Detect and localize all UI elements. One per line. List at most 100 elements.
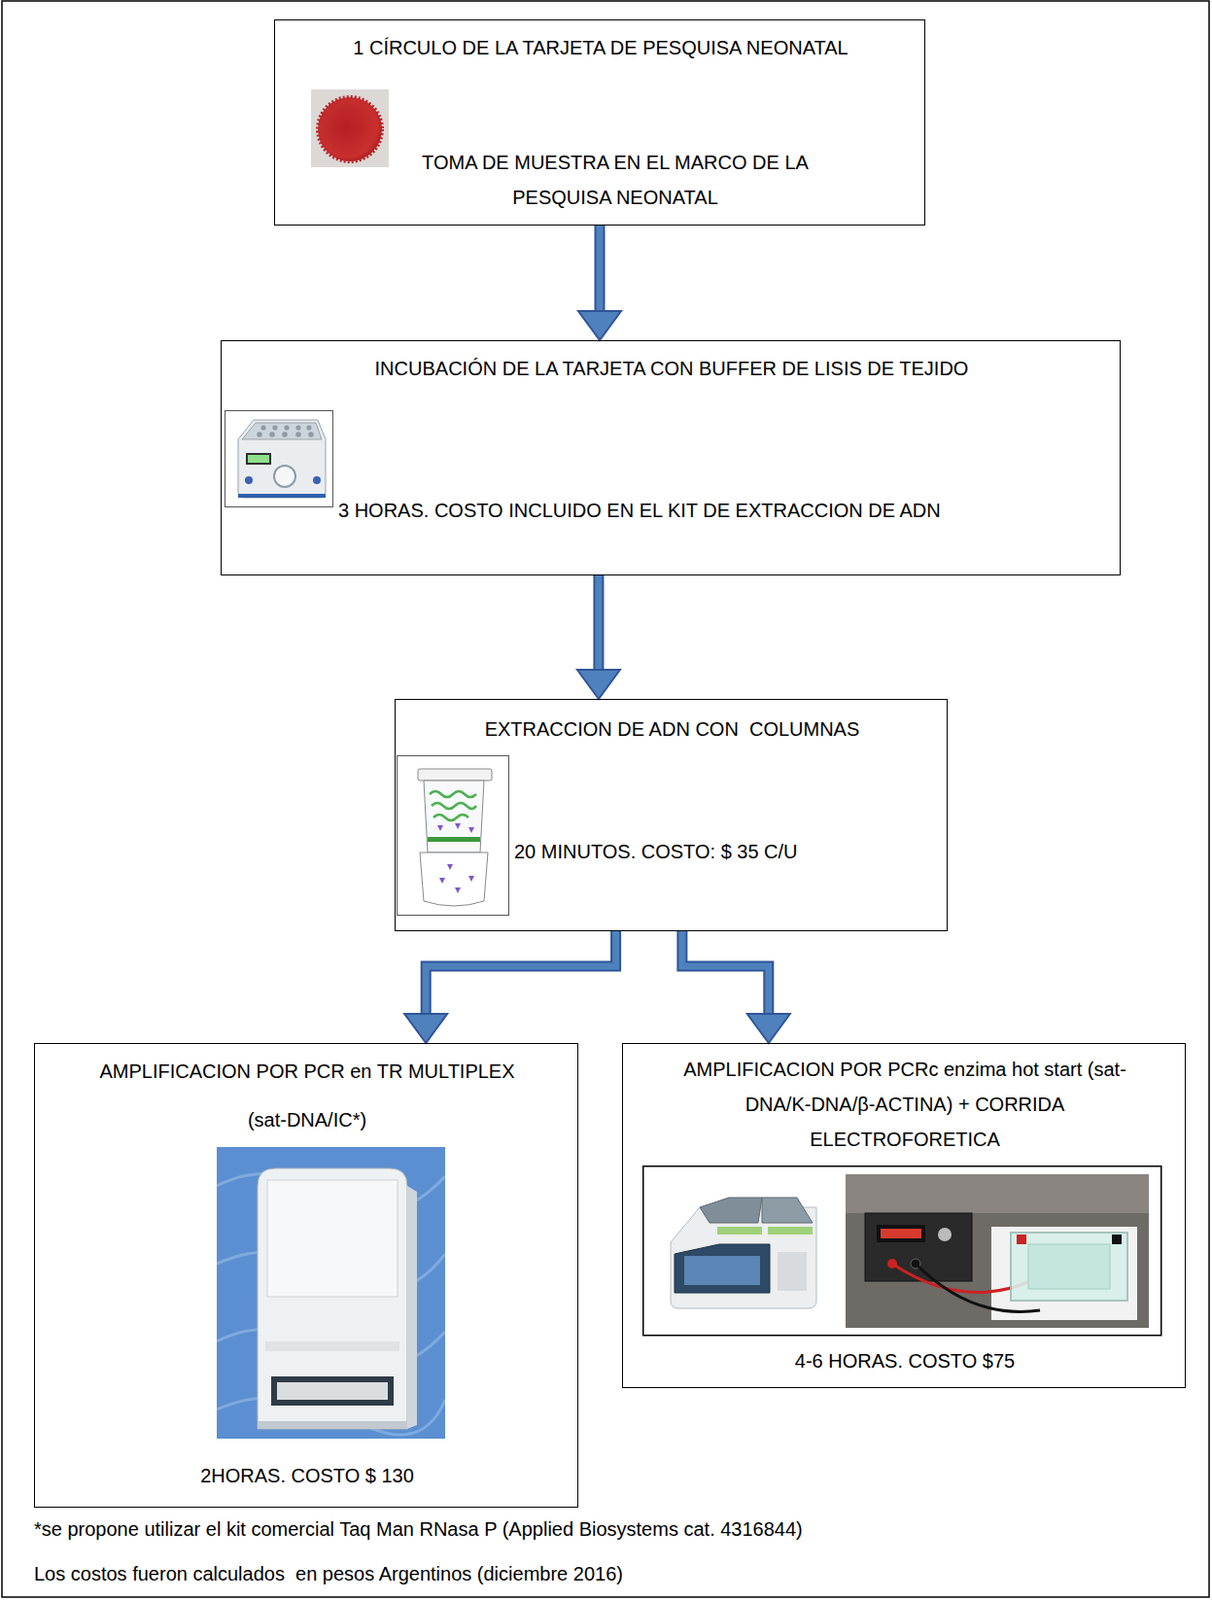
box-heading: AMPLIFICACION POR PCR en TR MULTIPLEX [44, 1053, 570, 1089]
spin-column-icon-part-part [468, 875, 475, 882]
heat-block-icon-part [238, 419, 326, 498]
electrophoresis-photo-part [892, 1263, 1031, 1293]
arrow-head [747, 1013, 791, 1043]
heat-block-icon-part-part [269, 431, 276, 438]
box-heading: EXTRACCION DE ADN CON COLUMNAS [405, 711, 939, 747]
electrophoresis-photo-part [1028, 1244, 1110, 1289]
spin-column-icon-part-part [454, 823, 461, 830]
footnote: Los costos fueron calculados en pesos Ar… [34, 1558, 1191, 1589]
spin-column-icon-part-part [454, 887, 461, 894]
spin-column-icon-part-part [447, 864, 453, 870]
box-text: TOMA DE MUESTRA EN EL MARCO DE LA PESQUI… [381, 144, 849, 215]
heat-block-icon-part-part [283, 424, 289, 430]
flow-arrow [577, 575, 621, 699]
blood-spot-icon-part [311, 89, 389, 168]
heat-block-icon-part-part [260, 424, 266, 430]
realtime-pcr-machine-part [271, 1376, 394, 1406]
box-heading: 1 CÍRCULO DE LA TARJETA DE PESQUISA NEON… [284, 30, 917, 66]
heat-block-icon-part-part [281, 431, 288, 438]
arrow-head [578, 311, 622, 341]
heat-block-icon-part-part [306, 424, 312, 430]
arrow-outline [592, 575, 604, 670]
box-text: 20 MINUTOS. COSTO: $ 35 C/U [514, 833, 942, 869]
thermocycler-icon-part [767, 1226, 813, 1235]
flow-arrow [404, 931, 616, 1043]
realtime-pcr-machine [216, 1146, 446, 1439]
spin-column-icon-part-part [439, 877, 446, 884]
realtime-pcr-machine-part [277, 1382, 388, 1400]
spin-column-icon-part [423, 780, 485, 853]
spin-column-icon [396, 755, 510, 916]
arrow-head [404, 1013, 448, 1043]
arrow-shaft [596, 225, 604, 312]
electrophoresis-photo-part [845, 1174, 1149, 1328]
spin-column-icon-part [429, 791, 477, 797]
heat-block-icon-part-part [295, 424, 301, 430]
heat-block-icon-part [238, 493, 326, 498]
realtime-pcr-machine-part [407, 1185, 417, 1429]
realtime-pcr-box: AMPLIFICACION POR PCR en TR MULTIPLEX (sa… [34, 1042, 579, 1508]
thermocycler-icon-part [684, 1255, 761, 1285]
thermocycler-icon-part [777, 1251, 807, 1291]
blood-spot-icon [311, 89, 389, 168]
electrophoresis-photo-part [865, 1212, 972, 1282]
heat-block-icon-part [247, 454, 270, 463]
heat-block-icon-part-part [308, 431, 314, 438]
realtime-pcr-machine-part [257, 1420, 408, 1429]
box-text: 3 HORAS. COSTO INCLUIDO EN EL KIT DE EXT… [338, 492, 1112, 528]
spin-column-icon-part [419, 852, 488, 906]
spin-column-icon-part-part [437, 825, 444, 832]
realtime-pcr-machine-part [265, 1341, 400, 1351]
conventional-pcr-box: AMPLIFICACION POR PCRc enzima hot start … [622, 1042, 1186, 1388]
arrow-outline [594, 225, 606, 312]
heat-block-icon-part [242, 422, 322, 440]
spin-column-icon-part [417, 768, 492, 781]
box-heading: AMPLIFICACION POR PCRc enzima hot start … [661, 1051, 1148, 1157]
thermocycler-icon-part [761, 1197, 813, 1223]
heat-block-icon [224, 410, 334, 508]
lysis-box: INCUBACIÓN DE LA TARJETA CON BUFFER DE L… [220, 340, 1121, 576]
electrophoresis-photo-part [1111, 1234, 1122, 1245]
electrophoresis-photo-part [991, 1226, 1138, 1320]
heat-block-icon-part-part [272, 424, 278, 430]
box-text: 4-6 HORAS. COSTO $75 [632, 1343, 1178, 1379]
thermocycler-icon-part [717, 1226, 762, 1235]
electrophoresis-photo-part [937, 1227, 952, 1242]
thermocycler-icon-part [699, 1197, 762, 1223]
box-text: (sat-DNA/IC*) [44, 1102, 570, 1138]
realtime-pcr-machine-part [267, 1179, 398, 1297]
flow-arrow [578, 225, 622, 341]
blood-spot-icon-part [317, 97, 382, 162]
spin-column-icon-part [431, 802, 477, 809]
spin-column-icon-part [397, 756, 510, 916]
spin-column-icon-part [433, 814, 469, 821]
heat-block-icon-part-part [256, 431, 263, 438]
sample-box: 1 CÍRCULO DE LA TARJETA DE PESQUISA NEON… [274, 19, 926, 226]
heat-block-icon-part [244, 476, 253, 485]
electrophoresis-photo-part [1010, 1232, 1128, 1301]
thermocycler-icon-part [674, 1244, 770, 1293]
arrow-shaft [594, 575, 602, 670]
realtime-pcr-machine-part [216, 1146, 446, 1439]
arrow-outline [425, 931, 616, 1014]
spin-column-icon-part [439, 864, 475, 894]
arrow-shaft [425, 931, 616, 1014]
equipment-frame-part [643, 1166, 1162, 1336]
flow-arrow [682, 931, 791, 1043]
heat-block-icon-part-part [295, 431, 302, 438]
extraction-box: EXTRACCION DE ADN CON COLUMNAS 20 MINUTOS… [394, 698, 948, 932]
electrophoresis-photo-part [876, 1224, 926, 1243]
thermocycler-icon [660, 1183, 827, 1320]
arrow-head [577, 669, 621, 699]
electrophoresis-photo-part [1016, 1234, 1027, 1245]
electrophoresis-photo [845, 1174, 1149, 1328]
heat-block-icon-part [312, 476, 321, 485]
heat-block-icon-part [274, 465, 296, 487]
spin-column-icon-part [437, 823, 475, 833]
footnote: *se propone utilizar el kit comercial Ta… [34, 1514, 1191, 1544]
heat-block-icon-part [245, 452, 272, 465]
